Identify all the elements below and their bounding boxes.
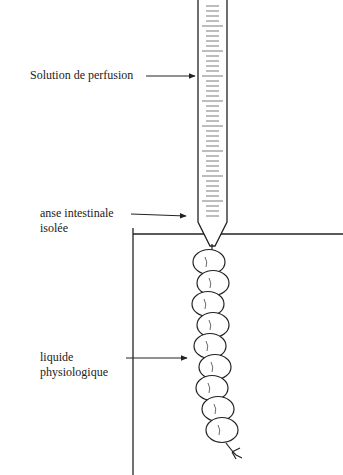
graduation xyxy=(202,101,223,102)
part-label: anse intestinale isolée xyxy=(40,206,128,236)
graduation xyxy=(202,126,223,127)
graduation xyxy=(206,116,219,117)
graduation xyxy=(206,111,219,112)
graduation xyxy=(206,166,219,167)
graduation xyxy=(206,121,219,122)
graduation xyxy=(206,211,219,212)
graduation xyxy=(202,151,223,152)
container-wall xyxy=(132,228,133,475)
graduation xyxy=(206,161,219,162)
graduation xyxy=(206,46,219,47)
graduation xyxy=(206,141,219,142)
graduation xyxy=(206,131,219,132)
graduation xyxy=(206,96,219,97)
graduation xyxy=(202,176,223,177)
graduation xyxy=(202,26,223,27)
graduation xyxy=(206,21,219,22)
part-label: liquide physiologique xyxy=(40,350,124,380)
graduation xyxy=(206,71,219,72)
loop-segment xyxy=(206,418,238,443)
leader-line xyxy=(126,358,187,359)
graduation xyxy=(206,181,219,182)
liquid-surface xyxy=(133,233,343,234)
graduation xyxy=(206,171,219,172)
graduation xyxy=(206,91,219,92)
graduation xyxy=(202,76,223,77)
graduation xyxy=(206,11,219,12)
graduations xyxy=(202,6,223,216)
leader-line xyxy=(131,214,186,216)
graduation xyxy=(206,156,219,157)
graduation xyxy=(206,186,219,187)
graduation xyxy=(206,61,219,62)
graduation xyxy=(206,86,219,87)
graduation xyxy=(206,106,219,107)
intestinal-loop xyxy=(192,244,242,459)
graduation xyxy=(206,66,219,67)
part-label: Solution de perfusion xyxy=(30,68,144,83)
graduation xyxy=(206,206,219,207)
graduation xyxy=(206,41,219,42)
ligature xyxy=(226,443,242,459)
perfusion-tube xyxy=(198,0,227,246)
graduation xyxy=(202,51,223,52)
graduation xyxy=(206,136,219,137)
graduation xyxy=(206,81,219,82)
graduation xyxy=(206,56,219,57)
graduation xyxy=(206,36,219,37)
graduation xyxy=(206,16,219,17)
graduation xyxy=(206,146,219,147)
graduation xyxy=(206,191,219,192)
leader-line xyxy=(146,76,195,77)
graduation xyxy=(206,216,219,217)
graduation xyxy=(206,6,219,7)
graduation xyxy=(202,201,223,202)
graduation xyxy=(206,196,219,197)
graduation xyxy=(206,31,219,32)
